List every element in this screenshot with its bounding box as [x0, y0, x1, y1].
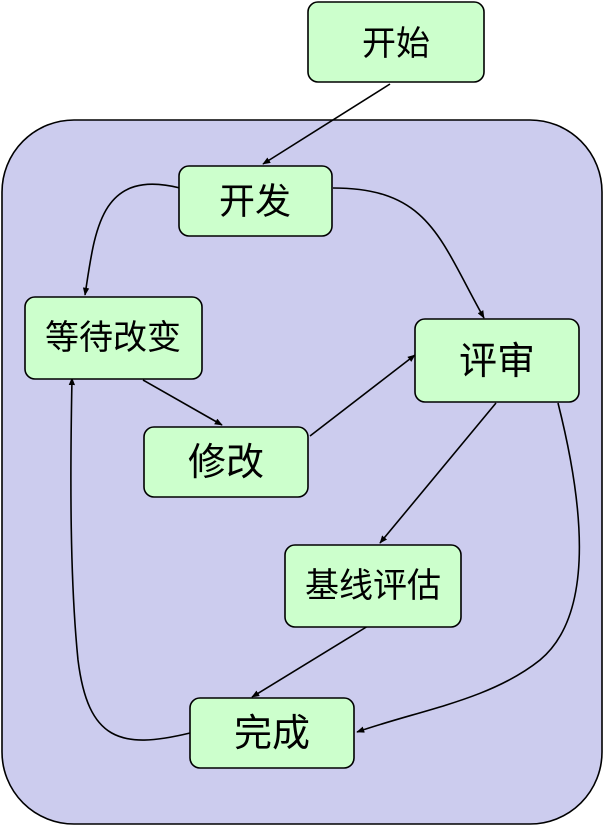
node-done-label: 完成	[234, 711, 310, 755]
node-start-label: 开始	[362, 24, 430, 64]
node-review-label: 评审	[459, 339, 535, 383]
node-done[interactable]: 完成	[189, 697, 355, 769]
edge-modify-to-review	[309, 354, 416, 437]
node-review[interactable]: 评审	[414, 318, 580, 403]
node-wait-change-label: 等待改变	[45, 318, 181, 358]
edge-develop-to-review	[332, 187, 485, 319]
node-modify-label: 修改	[188, 440, 264, 484]
edge-review-to-done	[356, 402, 581, 733]
node-modify[interactable]: 修改	[143, 426, 309, 498]
edge-start-to-develop	[262, 83, 391, 165]
edge-done-to-wait-change	[68, 377, 191, 741]
edge-baseline-to-done	[251, 625, 369, 698]
node-baseline[interactable]: 基线评估	[284, 544, 462, 628]
edge-review-to-baseline	[379, 402, 497, 544]
edge-wait-change-to-modify	[142, 379, 223, 426]
node-baseline-label: 基线评估	[305, 566, 441, 606]
node-develop[interactable]: 开发	[178, 165, 333, 237]
node-wait-change[interactable]: 等待改变	[24, 296, 203, 380]
node-start[interactable]: 开始	[307, 1, 485, 83]
edge-develop-to-wait-change	[82, 183, 181, 296]
node-develop-label: 开发	[219, 182, 291, 223]
